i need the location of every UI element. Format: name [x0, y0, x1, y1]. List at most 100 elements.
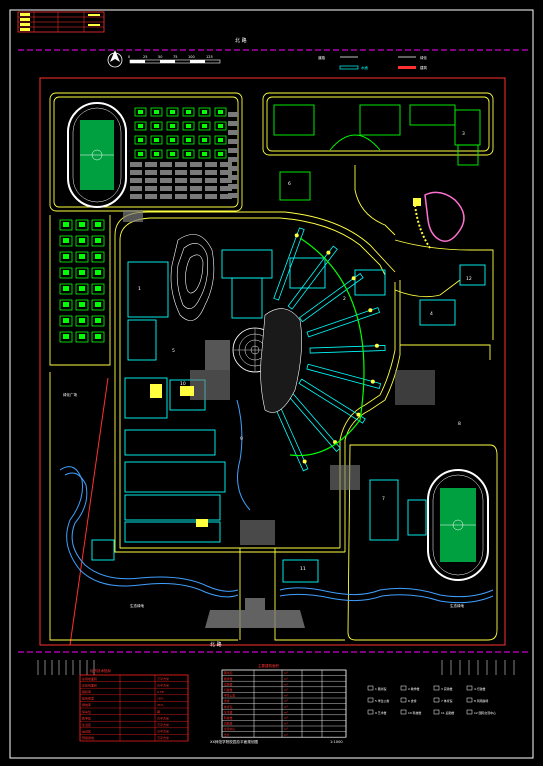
drawing-frame [9, 9, 534, 759]
table-left-cell: 总建筑面积 [82, 682, 97, 687]
parking-bay [175, 162, 187, 167]
dorm-block [75, 315, 89, 327]
dorm-block [198, 135, 211, 145]
table-mid-cell: 科技楼 [224, 716, 233, 720]
legend-item: 1 图书馆 [375, 686, 387, 691]
table-left-cell: 绿地率 [82, 702, 91, 707]
dorm-block [91, 283, 105, 295]
parking-bay [190, 170, 202, 175]
table-mid-cell: m² [284, 671, 288, 675]
table-mid-cell: 实验楼 [224, 682, 233, 686]
table-mid-cell: m² [284, 710, 288, 714]
parking-bay [220, 194, 232, 199]
table-mid-title: 主要建筑面积 [258, 663, 279, 668]
parking-bay [160, 170, 172, 175]
feature-blocks-yellow [150, 198, 421, 527]
parking-lines-southeast [441, 660, 515, 675]
parking-bay [190, 194, 202, 199]
west-running-track [67, 102, 127, 208]
table-mid-cell: m² [284, 705, 288, 709]
water-streams [59, 399, 494, 604]
legend-item: 9 艺术楼 [375, 710, 387, 715]
table-left-cell: 万平方米 [157, 715, 169, 720]
parking-bay [160, 162, 172, 167]
parking-bay [220, 186, 232, 191]
parking-bay [160, 194, 172, 199]
fan-building [298, 273, 364, 323]
table-left-cell: 万平方米 [157, 729, 169, 734]
table-left-cell: 容积率 [82, 689, 91, 694]
zone-11: 11 [300, 566, 306, 572]
parking-bay [145, 186, 157, 191]
table-mid-cell: m² [284, 677, 288, 681]
table-mid-cell: 食堂 [224, 699, 230, 703]
dorm-block [166, 135, 179, 145]
parking-bay [145, 178, 157, 183]
table-mid-cell: m² [284, 716, 288, 720]
dorm-block [59, 315, 73, 327]
table-mid-cell: 行政楼 [224, 688, 233, 692]
scale-tick-0: 0 [128, 55, 130, 59]
dorm-block [75, 331, 89, 343]
zone-5: 5 [172, 348, 175, 354]
parking-bay [190, 186, 202, 191]
table-left-cell: 生活区 [82, 722, 91, 727]
table-left-cell: 万平方米 [157, 682, 169, 687]
landscape-contours [170, 234, 215, 321]
parking-bay [160, 186, 172, 191]
dorm-block [198, 107, 211, 117]
dorm-block [134, 107, 147, 117]
dorm-block [134, 121, 147, 131]
parking-bay [175, 186, 187, 191]
red-site-boundary [39, 77, 506, 646]
mini-legend-water: 水面 [361, 65, 369, 70]
table-mid-cell: 交流中心 [224, 727, 235, 731]
paved-plazas [123, 210, 435, 628]
legend-item: 10 科技楼 [408, 710, 421, 715]
scale-tick-2: 50 [158, 55, 162, 59]
dorm-block [59, 299, 73, 311]
fan-building [287, 245, 338, 310]
dormitory-cluster-west [59, 219, 105, 343]
scale-tick-4: 100 [188, 55, 195, 59]
central-academic-buildings [91, 249, 486, 583]
zone-8: 8 [458, 421, 461, 427]
parking-bay [130, 186, 142, 191]
table-left-cell: 停车位 [82, 709, 91, 714]
parking-bay [175, 194, 187, 199]
scale-tick-1: 25 [143, 55, 147, 59]
table-mid-cell: 后勤楼 [224, 722, 233, 726]
parking-bay [205, 194, 217, 199]
dormitory-cluster-north [134, 107, 227, 159]
drawing-scale: 1:1000 [330, 740, 343, 744]
dorm-block [59, 267, 73, 279]
dorm-block [134, 149, 147, 159]
table-mid-cell: m² [284, 733, 288, 737]
parking-bay [220, 170, 232, 175]
dorm-block [150, 107, 163, 117]
dorm-block [75, 235, 89, 247]
dorm-block [91, 267, 105, 279]
table-left-cell: 0.58 [157, 690, 164, 694]
zone-4: 4 [430, 311, 433, 317]
dorm-block [214, 121, 227, 131]
parking-bay [130, 194, 142, 199]
dorm-block [91, 299, 105, 311]
dorm-block [91, 219, 105, 231]
fan-building [306, 307, 381, 338]
dorm-block [75, 283, 89, 295]
zone-10: 10 [180, 381, 186, 387]
dorm-block [75, 299, 89, 311]
dorm-block [59, 331, 73, 343]
fan-arc-green [289, 237, 365, 457]
parking-bay [145, 194, 157, 199]
legend-item: 7 体育馆 [441, 698, 453, 703]
table-left-cell: 建筑密度 [82, 696, 94, 701]
legend-item: 3 实验楼 [441, 686, 453, 691]
dorm-block [75, 251, 89, 263]
dorm-block [91, 331, 105, 343]
parking-bay [205, 170, 217, 175]
fan-building [306, 363, 382, 389]
